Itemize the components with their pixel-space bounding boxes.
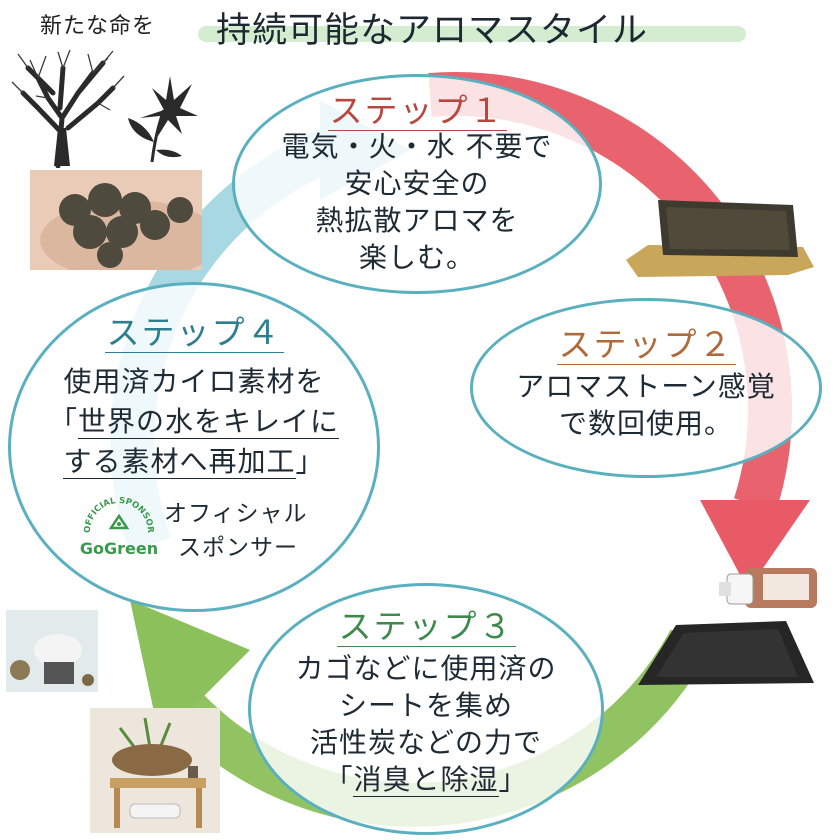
recycle-icon: [108, 513, 130, 530]
arrowhead-red: [700, 500, 810, 590]
gogreen-logo: OFFICIAL SPONSOR GoGreen: [80, 496, 158, 558]
sponsor-label: オフィシャル スポンサー: [164, 497, 308, 565]
step2-circle: [470, 298, 822, 478]
step3-line: カゴなどに使用済の: [295, 652, 557, 685]
step4-circle: [8, 282, 380, 612]
title-highlight: [198, 26, 746, 42]
photo-basket-flowers: [6, 610, 98, 692]
step3-circle: [248, 583, 604, 835]
step3-heading: ステップ３: [336, 607, 516, 647]
step4-emphasis: する素材へ再加工: [63, 445, 296, 479]
step3-line: シートを集め: [338, 689, 513, 722]
step3-line-last: 「消臭と除湿」: [248, 761, 604, 798]
bracket-open: 「: [324, 763, 354, 796]
step3-line: 活性炭などの力で: [309, 726, 542, 759]
photo-used-sheet: [636, 615, 816, 695]
step4-line: 使用済カイロ素材を: [63, 365, 325, 398]
step3-body: カゴなどに使用済の シートを集め 活性炭などの力で 「消臭と除湿」: [248, 650, 604, 798]
step1-line: 熱拡散アロマを: [315, 204, 519, 237]
step2-body: アロマストーン感覚 で数回使用。: [470, 368, 822, 442]
sponsor-line: スポンサー: [178, 535, 298, 561]
flower-icon: [128, 76, 198, 163]
step1-line: 楽しむ。: [358, 241, 475, 274]
title-prefix: 新たな命を: [40, 14, 156, 39]
photo-stand-with-sheet: [618, 195, 818, 285]
sponsor-line: オフィシャル: [164, 501, 308, 527]
bracket-open: 「: [48, 405, 78, 438]
photo-aroma-pellets: [30, 170, 202, 270]
step2-line: アロマストーン感覚: [516, 370, 776, 403]
step2-heading: ステップ２: [556, 325, 736, 365]
badge-text-bottom: GoGreen: [80, 539, 158, 558]
arrowhead-green: [130, 600, 250, 740]
photo-aroma-bottle: [715, 550, 827, 620]
tree-icon: [11, 49, 125, 168]
step1-line: 電気・火・水 不要で: [281, 130, 553, 163]
step3-emphasis: 消臭と除湿: [353, 763, 499, 797]
step2-line: で数回使用。: [558, 407, 733, 440]
step1-body: 電気・火・水 不要で 安心安全の 熱拡散アロマを 楽しむ。: [232, 128, 602, 276]
step4-body: 使用済カイロ素材を 「世界の水をキレイに する素材へ再加工」: [8, 362, 380, 482]
bracket-close: 」: [498, 763, 528, 796]
step1-heading: ステップ１: [327, 91, 507, 131]
step1-circle: [232, 74, 602, 294]
step4-line-3: する素材へ再加工」: [8, 442, 380, 482]
photo-shelf-basket: [90, 708, 220, 833]
step4-line-2: 「世界の水をキレイに: [8, 402, 380, 442]
step4-heading: ステップ４: [104, 313, 284, 353]
page-title: 持続可能なアロマスタイル: [216, 11, 649, 51]
bracket-close: 」: [295, 445, 325, 478]
step4-emphasis: 世界の水をキレイに: [78, 405, 340, 439]
step1-line: 安心安全の: [344, 167, 490, 200]
